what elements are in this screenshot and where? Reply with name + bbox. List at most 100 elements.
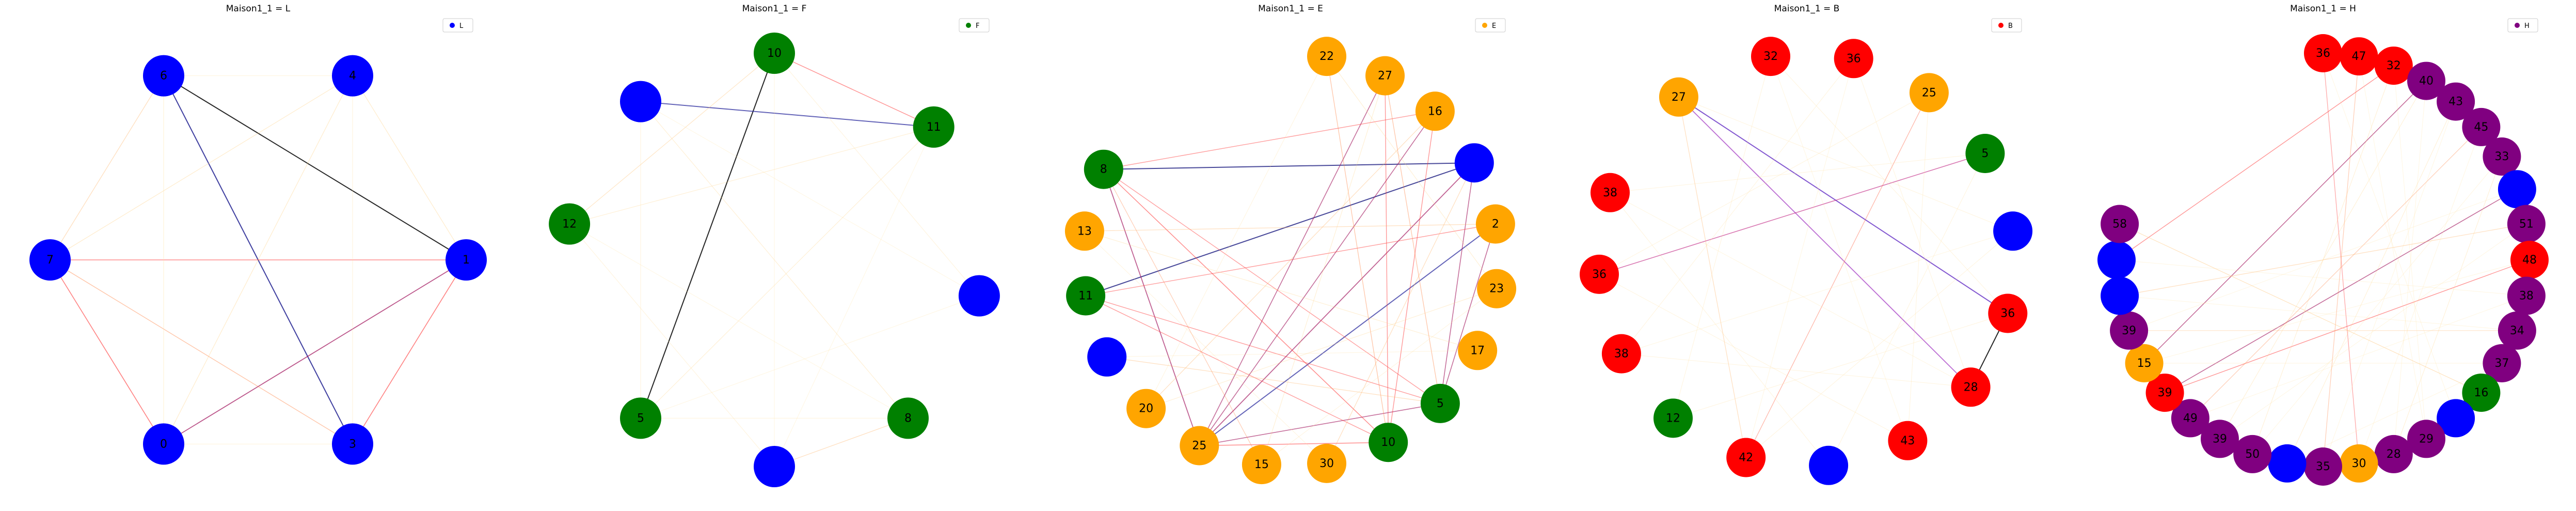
node-label: 33 (2494, 150, 2509, 163)
node-label: 22 (1319, 50, 1334, 63)
edge (1388, 111, 1436, 443)
node (620, 81, 661, 122)
node (1454, 143, 1494, 183)
node-label: 50 (2245, 448, 2260, 461)
edge (774, 127, 934, 467)
edge (2119, 224, 2482, 393)
legend: B (1991, 18, 2022, 33)
node-label: 17 (1470, 344, 1485, 357)
legend-marker (450, 23, 455, 28)
edge (1084, 230, 1478, 351)
node (2462, 374, 2501, 412)
edge-layer (50, 75, 467, 445)
node (2097, 241, 2136, 279)
edge (2323, 53, 2456, 419)
node-label: 12 (562, 218, 577, 231)
edge (569, 224, 775, 467)
edge (1678, 96, 2008, 314)
edge-layer (2116, 53, 2530, 467)
node (1087, 337, 1127, 377)
legend-label: L (459, 22, 464, 30)
node (2233, 435, 2272, 473)
node (2407, 61, 2445, 100)
node (2507, 205, 2546, 243)
panel-title: Maison1_1 = L (226, 4, 291, 14)
node-label: 38 (2519, 290, 2534, 303)
node-label: 39 (2213, 432, 2227, 445)
edge (2165, 189, 2518, 393)
legend-frame (1475, 18, 1506, 33)
edge (1107, 357, 1440, 404)
edge (569, 224, 909, 419)
edge (1385, 75, 1441, 404)
edge (1085, 295, 1441, 404)
node-label: 15 (1254, 458, 1269, 471)
node-label: 23 (1489, 283, 1504, 296)
node-label: 32 (2387, 59, 2401, 72)
node (332, 423, 373, 465)
node (1834, 39, 1873, 79)
edge (1621, 353, 1971, 388)
node-label: 5 (637, 412, 644, 425)
legend-marker (1482, 23, 1487, 28)
edge (1261, 288, 1497, 465)
edge (2287, 101, 2456, 464)
node-label: 10 (767, 47, 782, 60)
node (1993, 211, 2033, 251)
edge (640, 101, 934, 128)
panel-title: Maison1_1 = F (742, 4, 807, 14)
edge-layer (1599, 56, 2013, 466)
node (1458, 331, 1498, 370)
node-label: 30 (1319, 457, 1334, 470)
edge (1103, 169, 1441, 404)
edge (640, 127, 934, 419)
edge (2219, 224, 2527, 439)
node (1965, 134, 2005, 173)
edge (2323, 53, 2360, 463)
node (2101, 276, 2139, 315)
node (2304, 447, 2342, 486)
edge (50, 75, 353, 260)
edge (2219, 81, 2427, 439)
panel-e: Maison1_1 = E222716223175103015252011138… (1064, 4, 1517, 485)
node-label: 3 (349, 438, 356, 451)
node (1084, 149, 1123, 189)
edge (1678, 97, 2013, 231)
node-label: 5 (1437, 397, 1444, 410)
edge (1103, 169, 1262, 465)
node (1951, 367, 1991, 407)
edge (1199, 75, 1386, 446)
edge (1107, 350, 1478, 358)
node-label: 28 (1964, 381, 1978, 394)
edge (2323, 56, 2360, 467)
node (1307, 37, 1346, 76)
edge (1103, 162, 1474, 170)
node (1477, 269, 1517, 308)
edge (1770, 56, 2008, 314)
node (1420, 383, 1460, 423)
edge (1599, 92, 1930, 275)
node (2125, 344, 2164, 382)
edge (1610, 192, 1829, 466)
node-label: 20 (1139, 402, 1153, 415)
edge (1678, 97, 1746, 458)
edge (1085, 223, 1496, 297)
node (2201, 420, 2239, 458)
node (1888, 421, 1928, 460)
node (1126, 389, 1166, 428)
node (2340, 37, 2378, 76)
node-label: 25 (1192, 440, 1206, 453)
node (2510, 241, 2549, 279)
node (620, 397, 661, 439)
edge (2359, 127, 2482, 464)
legend: E (1475, 18, 1506, 33)
edge (1326, 56, 1389, 443)
node-label: 42 (1739, 452, 1753, 464)
edge (2393, 66, 2427, 439)
node-label: 8 (1100, 163, 1107, 176)
